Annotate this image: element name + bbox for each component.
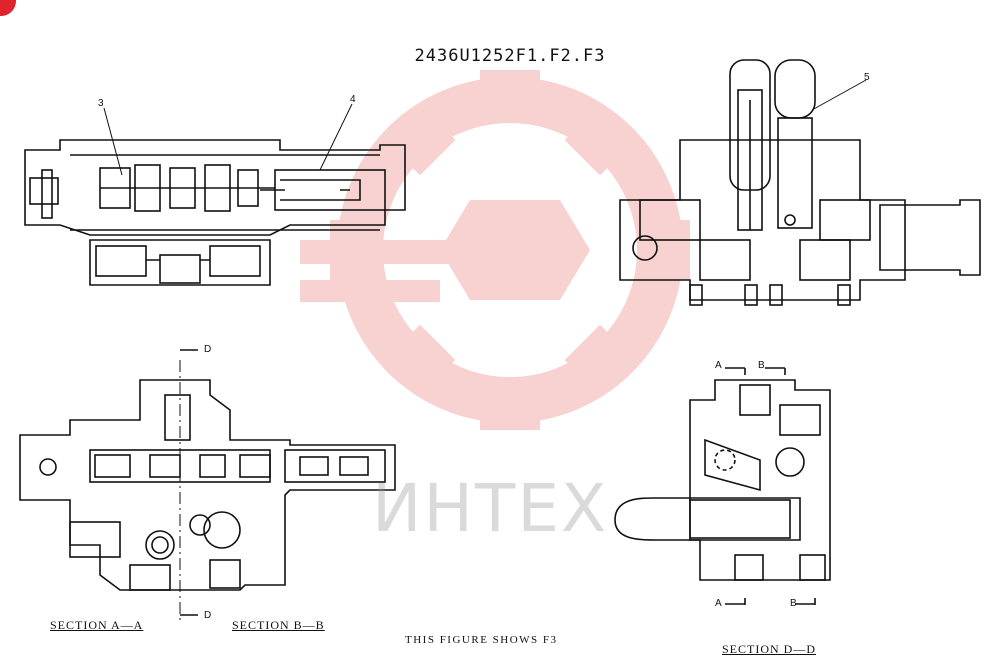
cut-marker-d-bottom: D	[204, 610, 212, 621]
section-bb-label: SECTION B—B	[232, 618, 325, 632]
callout-4-leader	[319, 103, 353, 171]
section-b-marker-top	[765, 367, 786, 375]
cut-marker-d-top: D	[204, 344, 212, 355]
figure-note: THIS FIGURE SHOWS F3	[405, 634, 558, 646]
section-aa-bb-view	[19, 379, 396, 591]
callout-4: 4	[350, 94, 356, 105]
watermark-text: ИНТЕХ	[372, 470, 609, 547]
top-left-view	[24, 139, 406, 286]
section-b-marker-bottom	[795, 598, 816, 605]
cut-marker-b-bottom: B	[790, 598, 797, 609]
callout-5: 5	[864, 72, 870, 83]
section-dd-view	[614, 379, 831, 581]
callout-3: 3	[98, 98, 104, 109]
section-a-marker-top	[725, 367, 746, 375]
section-dd-label: SECTION D—D	[722, 642, 816, 656]
top-right-view	[619, 59, 981, 306]
drawing-title: 2436U1252F1.F2.F3	[414, 46, 606, 66]
section-a-marker-bottom	[725, 598, 746, 605]
watermark-gear-logo	[300, 70, 690, 430]
cut-marker-b-top: B	[758, 360, 765, 371]
cut-marker-a-top: A	[715, 360, 722, 371]
callout-3-leader	[103, 107, 123, 176]
cut-marker-a-bottom: A	[715, 598, 722, 609]
section-aa-label: SECTION A—A	[50, 618, 144, 632]
callout-5-leader	[811, 79, 867, 111]
